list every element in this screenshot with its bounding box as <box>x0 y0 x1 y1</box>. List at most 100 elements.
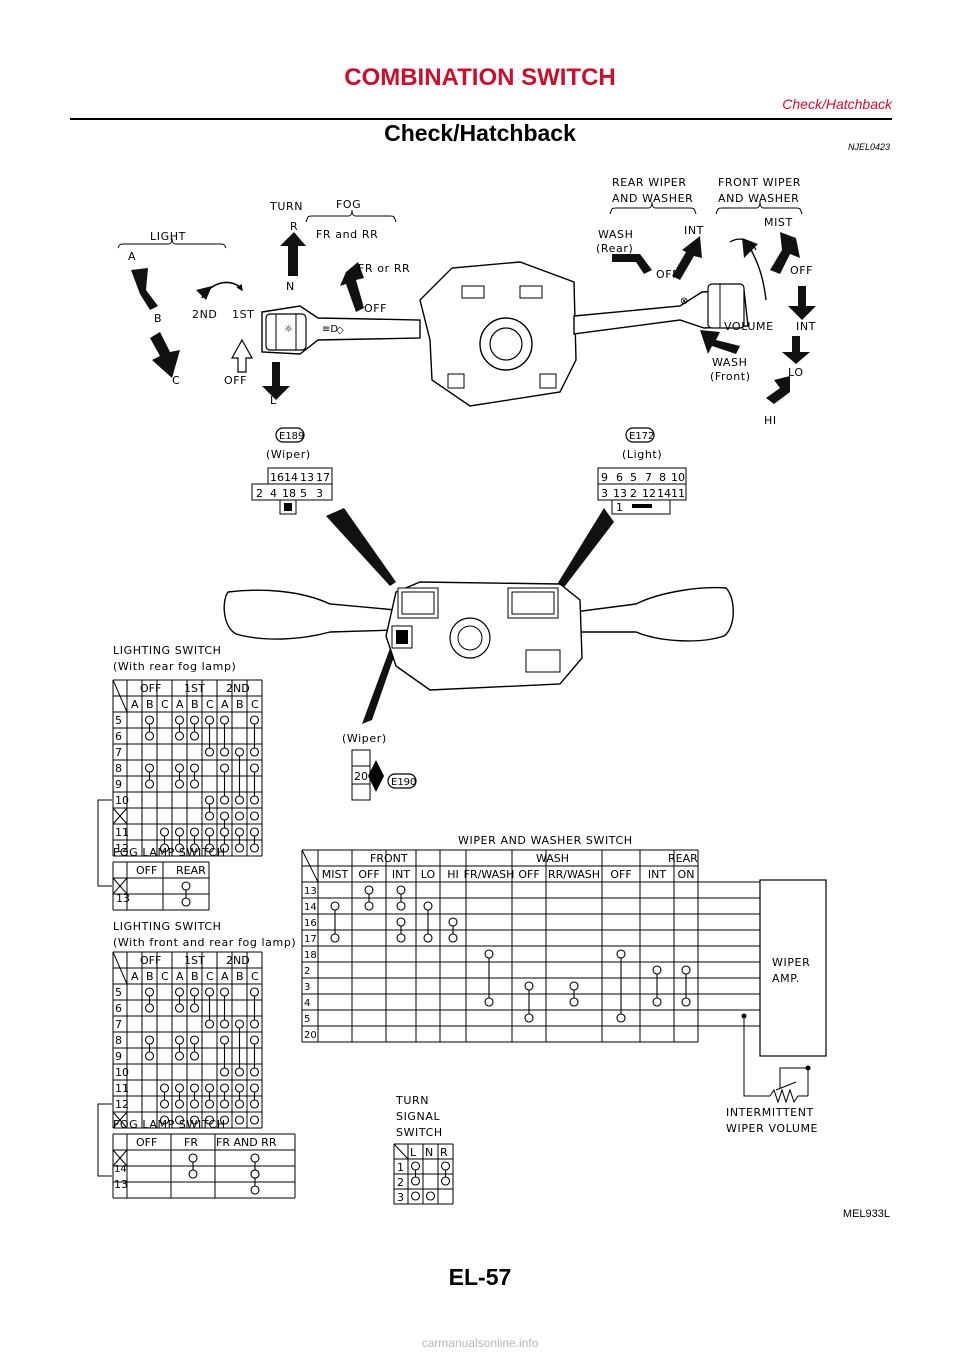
connector-e172: E172 (Light) 9 6 5 7 8 10 3 13 2 12 14 1… <box>597 427 687 515</box>
e189-pin: 3 <box>316 487 323 500</box>
wiper-row: 2 <box>304 966 310 977</box>
lighting-front-rear-col: C <box>161 970 169 983</box>
lighting-front-rear-group: OFF <box>140 954 161 967</box>
wiper-col: OFF <box>518 868 539 881</box>
page-header-title: COMBINATION SWITCH <box>344 64 616 91</box>
wiper-row: 4 <box>304 998 310 1009</box>
light-icon: ☼ <box>284 324 293 335</box>
fog-front-rear-row: 14 <box>114 1164 127 1175</box>
lighting-rear-title-1: LIGHTING SWITCH <box>113 644 222 657</box>
e189-pin: 13 <box>300 471 314 484</box>
turn-signal-title-2: SIGNAL <box>396 1110 441 1123</box>
lighting-front-rear-col: B <box>146 970 154 983</box>
wiper-row: 17 <box>304 934 317 945</box>
lighting-rear-group: OFF <box>140 682 161 695</box>
turn-signal-switch-table: TURN SIGNAL SWITCH L N R 1 2 3 <box>393 1094 454 1205</box>
lighting-rear-col: C <box>251 698 259 711</box>
e172-pin: 7 <box>645 471 652 484</box>
lighting-switch-front-rear-table: LIGHTING SWITCH (With front and rear fog… <box>112 920 296 1129</box>
lighting-front-rear-col: A <box>176 970 184 983</box>
wiper-col: INT <box>648 868 666 881</box>
rear-off-label: OFF <box>656 268 679 281</box>
header-rule <box>70 118 892 120</box>
fog-off-label: OFF <box>364 302 387 315</box>
wiper-washer-switch-table: WIPER AND WASHER SWITCH FRONT WASH REAR … <box>301 834 827 1135</box>
turn-l-label: L <box>270 394 277 407</box>
lighting-rear-col: A <box>221 698 229 711</box>
front-off-label: OFF <box>790 264 813 277</box>
lighting-rear-group: 2ND <box>226 682 250 695</box>
e172-pin: 5 <box>630 471 637 484</box>
e172-pin: 13 <box>613 487 627 500</box>
lighting-rear-row: 11 <box>115 826 129 839</box>
fog-fr-rr-label: FR and RR <box>316 228 378 241</box>
e172-pin: 6 <box>616 471 623 484</box>
lighting-front-rear-col: C <box>206 970 214 983</box>
connector-e189-bottom-row: 2 4 18 5 3 <box>256 487 323 500</box>
turn-signal-title-3: SWITCH <box>396 1126 443 1139</box>
fog-rear-col: REAR <box>176 864 206 877</box>
turn-signal-col: L <box>410 1146 417 1159</box>
wiper-row: 20 <box>304 1030 317 1041</box>
turn-r-label: R <box>290 220 298 233</box>
e172-pin: 12 <box>642 487 656 500</box>
wiper-amp-box <box>759 879 827 1057</box>
fog-front-rear-col: FR <box>184 1136 198 1149</box>
front-wiper-group-label-1: FRONT WIPER <box>718 176 801 189</box>
fog-fr-or-rr-label: FR or RR <box>358 262 410 275</box>
light-c-label: C <box>172 374 180 387</box>
footer-watermark: carmanualsonline.info <box>421 1336 539 1350</box>
switch-rear-view <box>223 581 734 691</box>
lighting-front-rear-row: 11 <box>115 1082 129 1095</box>
wiper-amp-label-1: WIPER <box>772 956 810 969</box>
e189-pin: 18 <box>282 487 296 500</box>
lighting-front-rear-group: 1ST <box>184 954 205 967</box>
rear-wiper-group-label-1: REAR WIPER <box>612 176 687 189</box>
lighting-fog-bracket <box>97 799 112 887</box>
light-off-label: OFF <box>224 374 247 387</box>
rear-wash-label-1: WASH <box>598 228 633 241</box>
e189-pin: 14 <box>284 471 298 484</box>
wiper-knob <box>707 283 745 329</box>
lighting-front-rear-row: 7 <box>115 1018 122 1031</box>
fog-front-rear-col: OFF <box>136 1136 157 1149</box>
fog-front-rear-row: 13 <box>114 1178 128 1191</box>
wiper-col: HI <box>447 868 459 881</box>
fog-rear-col: OFF <box>136 864 157 877</box>
lighting-front-rear-col: B <box>236 970 244 983</box>
wiper-col: INT <box>392 868 410 881</box>
front-hi-label: HI <box>764 414 777 427</box>
connector-e190-label: (Wiper) <box>342 732 387 745</box>
e172-pin: 9 <box>601 471 608 484</box>
lighting-front-rear-col: B <box>191 970 199 983</box>
connector-e189-label: (Wiper) <box>266 448 311 461</box>
lighting-rear-row: 7 <box>115 746 122 759</box>
lighting-fog-bracket-2 <box>97 1103 112 1177</box>
lighting-front-rear-row: 8 <box>115 1034 122 1047</box>
lighting-rear-group: 1ST <box>184 682 205 695</box>
fog-rear-row: 13 <box>116 892 130 905</box>
e172-pin: 10 <box>671 471 685 484</box>
wiper-row: 13 <box>304 886 317 897</box>
lighting-rear-col: B <box>146 698 154 711</box>
fog-rear-icon: ◇ <box>336 325 344 336</box>
front-lo-label: LO <box>788 366 804 379</box>
connector-e190-id: E190 <box>391 777 416 788</box>
lighting-rear-row: 8 <box>115 762 122 775</box>
lighting-rear-row: 9 <box>115 778 122 791</box>
page-header-subtitle: Check/Hatchback <box>782 96 892 112</box>
fog-lamp-switch-rear-table: FOG LAMP SWITCH OFF REAR 13 <box>112 846 225 911</box>
lighting-rear-row: 5 <box>115 714 122 727</box>
switch-top-view: ☼ ≡D ◇ ⊗ <box>261 261 749 407</box>
turn-n-label: N <box>286 280 295 293</box>
page-number: EL-57 <box>448 1264 512 1290</box>
wiper-row: 14 <box>304 902 317 913</box>
wiper-col: FR/WASH <box>464 868 515 881</box>
wiper-col: OFF <box>358 868 379 881</box>
lighting-front-rear-row: 5 <box>115 986 122 999</box>
turn-signal-row: 2 <box>397 1176 404 1189</box>
e172-pin: 14 <box>657 487 671 500</box>
pointer-arrow-e189 <box>326 508 396 586</box>
lighting-rear-col: A <box>176 698 184 711</box>
lighting-front-rear-row: 9 <box>115 1050 122 1063</box>
